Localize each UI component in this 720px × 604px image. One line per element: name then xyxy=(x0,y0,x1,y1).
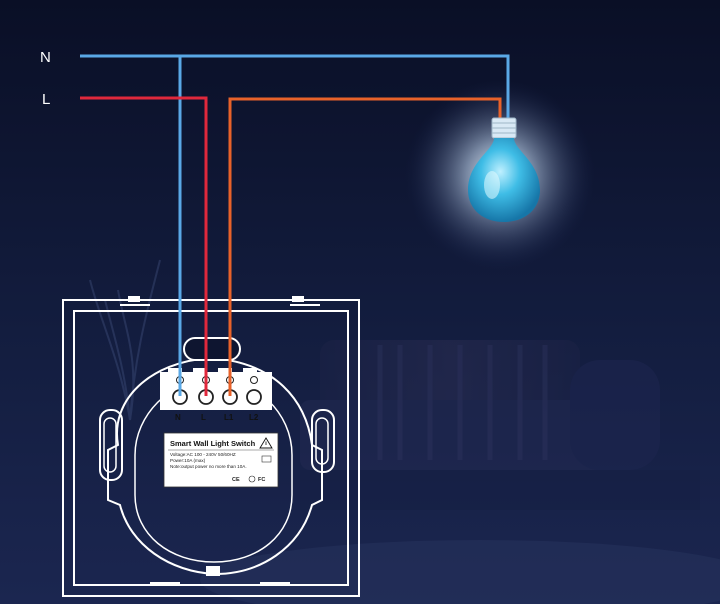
spec-power: Power:10A (max) xyxy=(170,458,206,463)
module-top-slot xyxy=(183,337,241,361)
floor xyxy=(200,540,720,604)
switch-plate xyxy=(62,296,360,597)
spec-voltage: Voltage:AC 100 - 240V 50/60HZ xyxy=(170,452,236,457)
spec-note: Note:output power no more than 10A. xyxy=(170,464,247,469)
terminal-label-l2: L2 xyxy=(249,413,259,422)
bulb-glass xyxy=(468,138,540,222)
terminal-block xyxy=(160,368,272,410)
cert-fc: FC xyxy=(258,477,265,483)
plate-tab xyxy=(292,296,304,302)
module-ear-right xyxy=(311,409,335,473)
live-wire xyxy=(80,96,208,396)
terminal-label-n: N xyxy=(175,413,181,422)
light-bulb xyxy=(468,117,540,222)
warning-icon xyxy=(259,437,273,449)
module-ear-left-inner xyxy=(103,417,117,473)
wires xyxy=(80,54,510,396)
plate-outer-frame xyxy=(62,299,360,597)
terminal-screw xyxy=(246,389,262,405)
plate-inner-frame xyxy=(73,310,349,586)
module-ear-left xyxy=(99,409,123,481)
load-wire xyxy=(228,97,502,396)
terminal-label-l: L xyxy=(201,413,206,422)
neutral-label: N xyxy=(40,49,51,66)
cert-ce: CE xyxy=(232,477,240,483)
neutral-wire xyxy=(80,54,510,120)
bulb-highlight xyxy=(484,171,500,199)
spec-card-body xyxy=(163,432,279,488)
plate-tab xyxy=(128,296,140,302)
switch-module xyxy=(99,337,335,576)
sofa-silhouette xyxy=(300,340,700,510)
spec-label-card: Smart Wall Light Switch Voltage:AC 100 -… xyxy=(163,432,279,488)
recycle-box-icon xyxy=(261,455,272,463)
rohs-icon xyxy=(248,475,256,483)
module-ear-right-inner xyxy=(315,417,329,465)
terminal-clamp xyxy=(250,376,258,384)
live-label: L xyxy=(42,91,50,108)
terminal-label-l1: L1 xyxy=(224,413,234,422)
module-bottom-notch xyxy=(206,566,220,576)
spec-title: Smart Wall Light Switch xyxy=(170,439,256,448)
